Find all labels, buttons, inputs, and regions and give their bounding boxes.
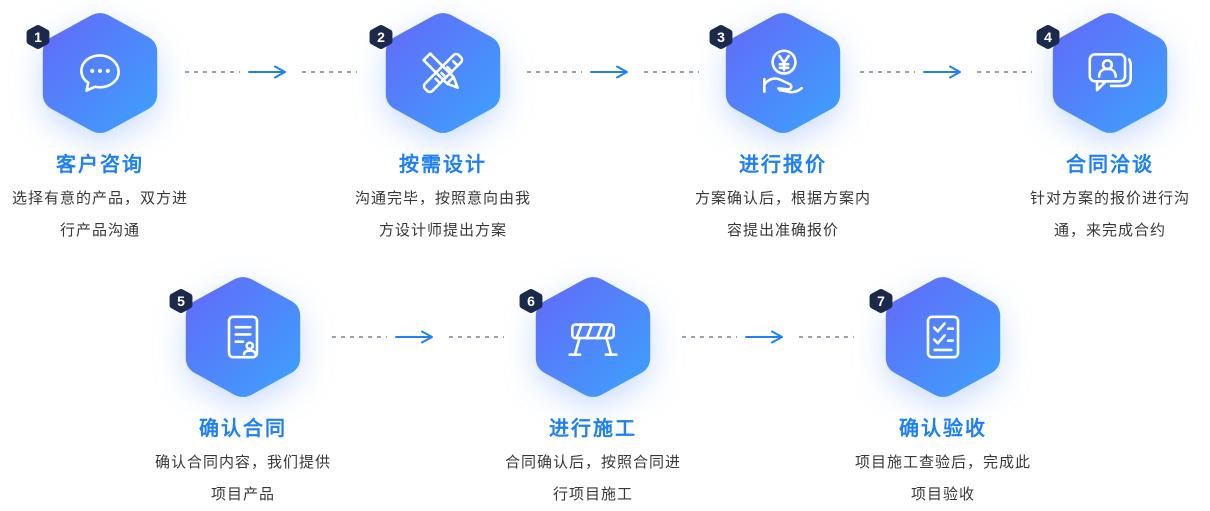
step-hexagon: 2 [369, 8, 509, 138]
step-number: 2 [377, 29, 385, 45]
step-number-badge: 6 [518, 287, 544, 315]
step-5-confirm-contract: 5 确认合同 确认合同内容，我们提供 项目产品 [103, 272, 383, 511]
arrow-right-icon [590, 65, 628, 79]
step-title: 客户咨询 [56, 154, 144, 176]
person-bubble-icon [1088, 53, 1133, 92]
step-description: 方案确认后，根据方案内 容提出准确报价 [695, 183, 871, 247]
desc-line1: 项目施工查验后，完成此 [854, 454, 1031, 471]
construction-barrier-icon [568, 323, 618, 356]
step-description: 合同确认后，按照合同进 行项目施工 [505, 447, 681, 511]
step-title: 按需设计 [399, 154, 487, 176]
step-number-badge: 1 [25, 23, 51, 51]
desc-line2: 项目验收 [910, 486, 975, 503]
desc-line1: 针对方案的报价进行沟 [1029, 190, 1190, 207]
dash-line-left [332, 336, 387, 338]
desc-line2: 行产品沟通 [59, 222, 140, 239]
checklist-icon [926, 315, 960, 359]
step-number-badge: 4 [1035, 23, 1061, 51]
flow-arrow-1-2 [185, 65, 357, 79]
step-description: 选择有意的产品，双方进 行产品沟通 [12, 183, 188, 247]
step-title: 确认验收 [899, 418, 987, 440]
step-hexagon: 1 [26, 8, 166, 138]
step-number: 3 [717, 29, 725, 45]
step-6-construction: 6 进行施工 合同确认后，按照合同进 行项目施工 [453, 272, 733, 511]
step-number: 1 [34, 29, 42, 45]
arrow-right-icon [745, 330, 783, 344]
step-hexagon: 4 [1036, 8, 1176, 138]
dash-line-right [799, 336, 854, 338]
desc-line1: 沟通完毕，按照意向由我 [354, 190, 531, 207]
step-description: 项目施工查验后，完成此 项目验收 [855, 447, 1031, 511]
dash-line-left [527, 71, 582, 73]
step-hexagon: 7 [869, 272, 1009, 402]
arrow-right-icon [395, 330, 433, 344]
step-7-acceptance: 7 确认验收 项目施工查验后，完成此 项目验收 [803, 272, 1083, 511]
step-number: 7 [877, 293, 885, 309]
step-number-badge: 3 [708, 23, 734, 51]
desc-line1: 确认合同内容，我们提供 [154, 454, 331, 471]
flow-arrow-3-4 [860, 65, 1032, 79]
step-title: 进行报价 [739, 154, 827, 176]
step-title: 进行施工 [549, 418, 637, 440]
dash-line-right [644, 71, 699, 73]
desc-line1: 合同确认后，按照合同进 [504, 454, 681, 471]
step-3-quotation: 3 进行报价 方案确认后，根据方案内 容提出准确报价 [643, 8, 923, 247]
hand-coin-yen-icon [763, 49, 803, 94]
step-2-design: 2 按需设计 沟通完毕，按照意向由我 方设计师提出方案 [303, 8, 583, 247]
dash-line-right [302, 71, 357, 73]
step-number: 5 [177, 293, 185, 309]
dash-line-left [860, 71, 915, 73]
step-hexagon: 3 [709, 8, 849, 138]
contract-document-icon [227, 315, 259, 359]
dash-line-right [449, 336, 504, 338]
step-description: 沟通完毕，按照意向由我 方设计师提出方案 [355, 183, 531, 247]
desc-line2: 行项目施工 [552, 486, 633, 503]
step-hexagon: 6 [519, 272, 659, 402]
arrow-right-icon [923, 65, 961, 79]
arrow-right-icon [248, 65, 286, 79]
step-hexagon: 5 [169, 272, 309, 402]
chat-bubble-icon [80, 54, 120, 92]
flow-arrow-2-3 [527, 65, 699, 79]
desc-line2: 方设计师提出方案 [378, 222, 507, 239]
step-title: 确认合同 [199, 418, 287, 440]
step-number-badge: 5 [168, 287, 194, 315]
step-number-badge: 2 [368, 23, 394, 51]
dash-line-left [185, 71, 240, 73]
step-description: 针对方案的报价进行沟 通，来完成合约 [1030, 183, 1190, 247]
step-number-badge: 7 [868, 287, 894, 315]
step-number: 6 [527, 293, 535, 309]
step-4-contract-negotiation: 4 合同洽谈 针对方案的报价进行沟 通，来完成合约 [970, 8, 1210, 247]
flow-arrow-5-6 [332, 330, 504, 344]
desc-line1: 选择有意的产品，双方进 [11, 190, 188, 207]
dash-line-right [977, 71, 1032, 73]
pencil-ruler-icon [422, 52, 464, 94]
step-title: 合同洽谈 [1066, 154, 1154, 176]
step-number: 4 [1044, 29, 1052, 45]
desc-line2: 通，来完成合约 [1053, 222, 1166, 239]
dash-line-left [682, 336, 737, 338]
step-1-customer-consult: 1 客户咨询 选择有意的产品，双方进 行产品沟通 [0, 8, 240, 247]
desc-line2: 项目产品 [210, 486, 275, 503]
flow-arrow-6-7 [682, 330, 854, 344]
desc-line2: 容提出准确报价 [726, 222, 839, 239]
desc-line1: 方案确认后，根据方案内 [694, 190, 871, 207]
step-description: 确认合同内容，我们提供 项目产品 [155, 447, 331, 511]
